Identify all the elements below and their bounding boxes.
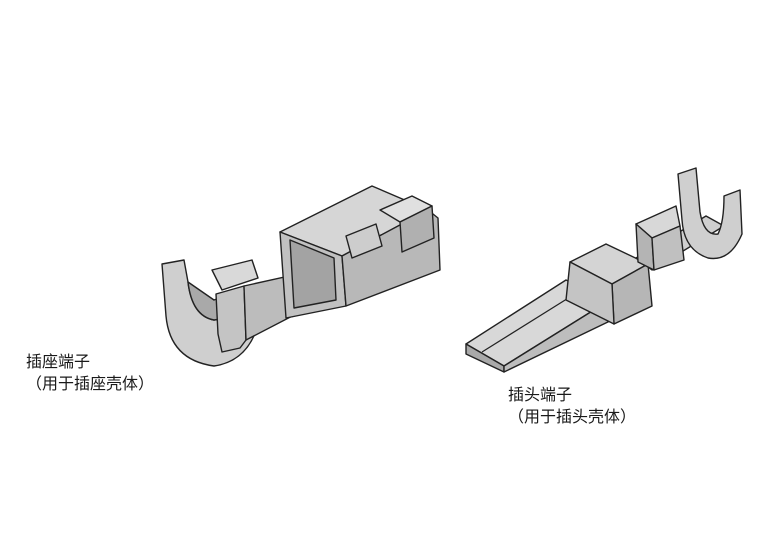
plug-crimp-wing-rear bbox=[677, 167, 743, 260]
plug-terminal-note: （用于插头壳体） bbox=[508, 407, 637, 426]
plug-terminal-name: 插头端子 bbox=[508, 385, 573, 404]
plug-body-side bbox=[565, 261, 615, 325]
socket-terminal-name: 插座端子 bbox=[26, 352, 91, 371]
socket-terminal-label: 插座端子 （用于插座壳体） bbox=[26, 351, 154, 395]
plug-blade-groove bbox=[481, 291, 579, 353]
plug-crimp-wing-front-face bbox=[651, 225, 685, 271]
socket-crimp-wing-front-top bbox=[211, 259, 259, 291]
socket-box-opening bbox=[289, 239, 337, 309]
socket-crimp-wing-front bbox=[215, 285, 247, 353]
plug-terminal-drawing bbox=[465, 167, 743, 373]
socket-box-ridge bbox=[345, 223, 383, 259]
socket-lock-tab-front bbox=[399, 205, 435, 253]
plug-terminal-label: 插头端子 （用于插头壳体） bbox=[508, 384, 636, 428]
socket-terminal-drawing bbox=[161, 185, 441, 367]
socket-terminal-note: （用于插座壳体） bbox=[26, 374, 155, 393]
